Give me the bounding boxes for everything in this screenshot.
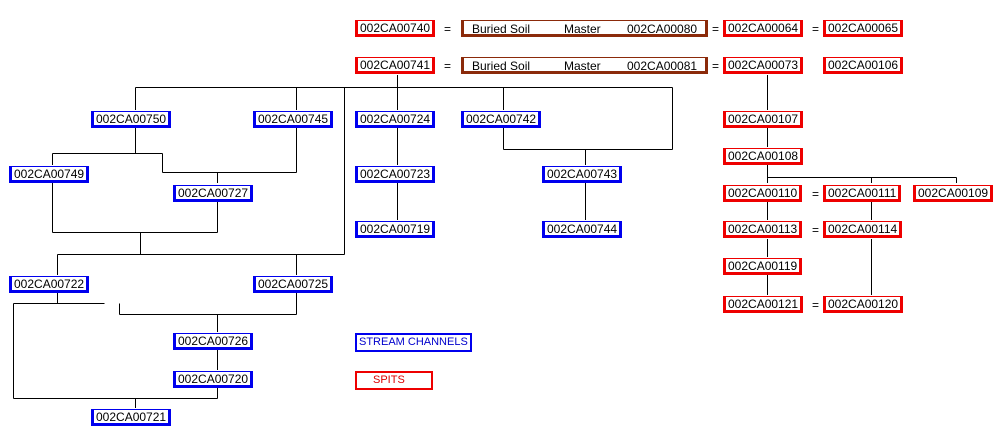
equals-sign: = <box>812 187 820 201</box>
context-002CA00106: 002CA00106 <box>823 57 904 74</box>
context-002CA00723: 002CA00723 <box>355 166 436 183</box>
context-002CA00741: 002CA00741 <box>355 57 436 74</box>
equals-sign: = <box>444 59 452 73</box>
context-002CA00722: 002CA00722 <box>9 276 90 293</box>
context-002CA00080: 002CA00080 <box>627 22 698 36</box>
buried-soil-label: Buried Soil <box>472 22 531 36</box>
context-002CA00121: 002CA00121 <box>723 296 804 313</box>
buried-soil-box: Buried Soil Master 002CA00080 <box>461 20 708 37</box>
buried-soil-type: Master <box>564 59 601 73</box>
context-002CA00720: 002CA00720 <box>173 371 254 388</box>
buried-soil-box: Buried Soil Master 002CA00081 <box>461 57 708 74</box>
context-002CA00742: 002CA00742 <box>461 111 542 128</box>
context-002CA00110: 002CA00110 <box>723 185 803 202</box>
context-002CA00065: 002CA00065 <box>823 20 904 37</box>
context-002CA00721: 002CA00721 <box>91 409 172 426</box>
context-002CA00719: 002CA00719 <box>355 221 436 238</box>
context-002CA00745: 002CA00745 <box>253 111 334 128</box>
context-002CA00081: 002CA00081 <box>627 59 698 73</box>
context-002CA00119: 002CA00119 <box>723 258 803 275</box>
context-002CA00073: 002CA00073 <box>723 57 804 74</box>
context-002CA00744: 002CA00744 <box>542 221 623 238</box>
equals-sign: = <box>812 298 820 312</box>
context-002CA00111: 002CA00111 <box>823 185 902 202</box>
context-002CA00113: 002CA00113 <box>723 221 803 238</box>
equals-sign: = <box>812 223 820 237</box>
equals-sign: = <box>444 22 452 36</box>
legend-stream-channels: STREAM CHANNELS <box>355 333 472 352</box>
context-002CA00740: 002CA00740 <box>355 20 436 37</box>
context-002CA00107: 002CA00107 <box>723 111 804 128</box>
context-002CA00727: 002CA00727 <box>173 185 254 202</box>
context-002CA00109: 002CA00109 <box>913 185 994 202</box>
context-002CA00726: 002CA00726 <box>173 333 254 350</box>
buried-soil-type: Master <box>564 22 601 36</box>
legend-spits: SPITS <box>355 371 433 390</box>
context-002CA00108: 002CA00108 <box>723 148 804 165</box>
context-002CA00120: 002CA00120 <box>823 296 904 313</box>
equals-sign: = <box>812 22 820 36</box>
context-002CA00750: 002CA00750 <box>91 111 172 128</box>
buried-soil-label: Buried Soil <box>472 59 531 73</box>
context-002CA00724: 002CA00724 <box>355 111 436 128</box>
equals-sign: = <box>712 22 720 36</box>
context-002CA00064: 002CA00064 <box>723 20 804 37</box>
context-002CA00725: 002CA00725 <box>253 276 334 293</box>
context-002CA00743: 002CA00743 <box>542 166 623 183</box>
context-002CA00749: 002CA00749 <box>9 166 90 183</box>
context-002CA00114: 002CA00114 <box>823 221 903 238</box>
equals-sign: = <box>712 59 720 73</box>
